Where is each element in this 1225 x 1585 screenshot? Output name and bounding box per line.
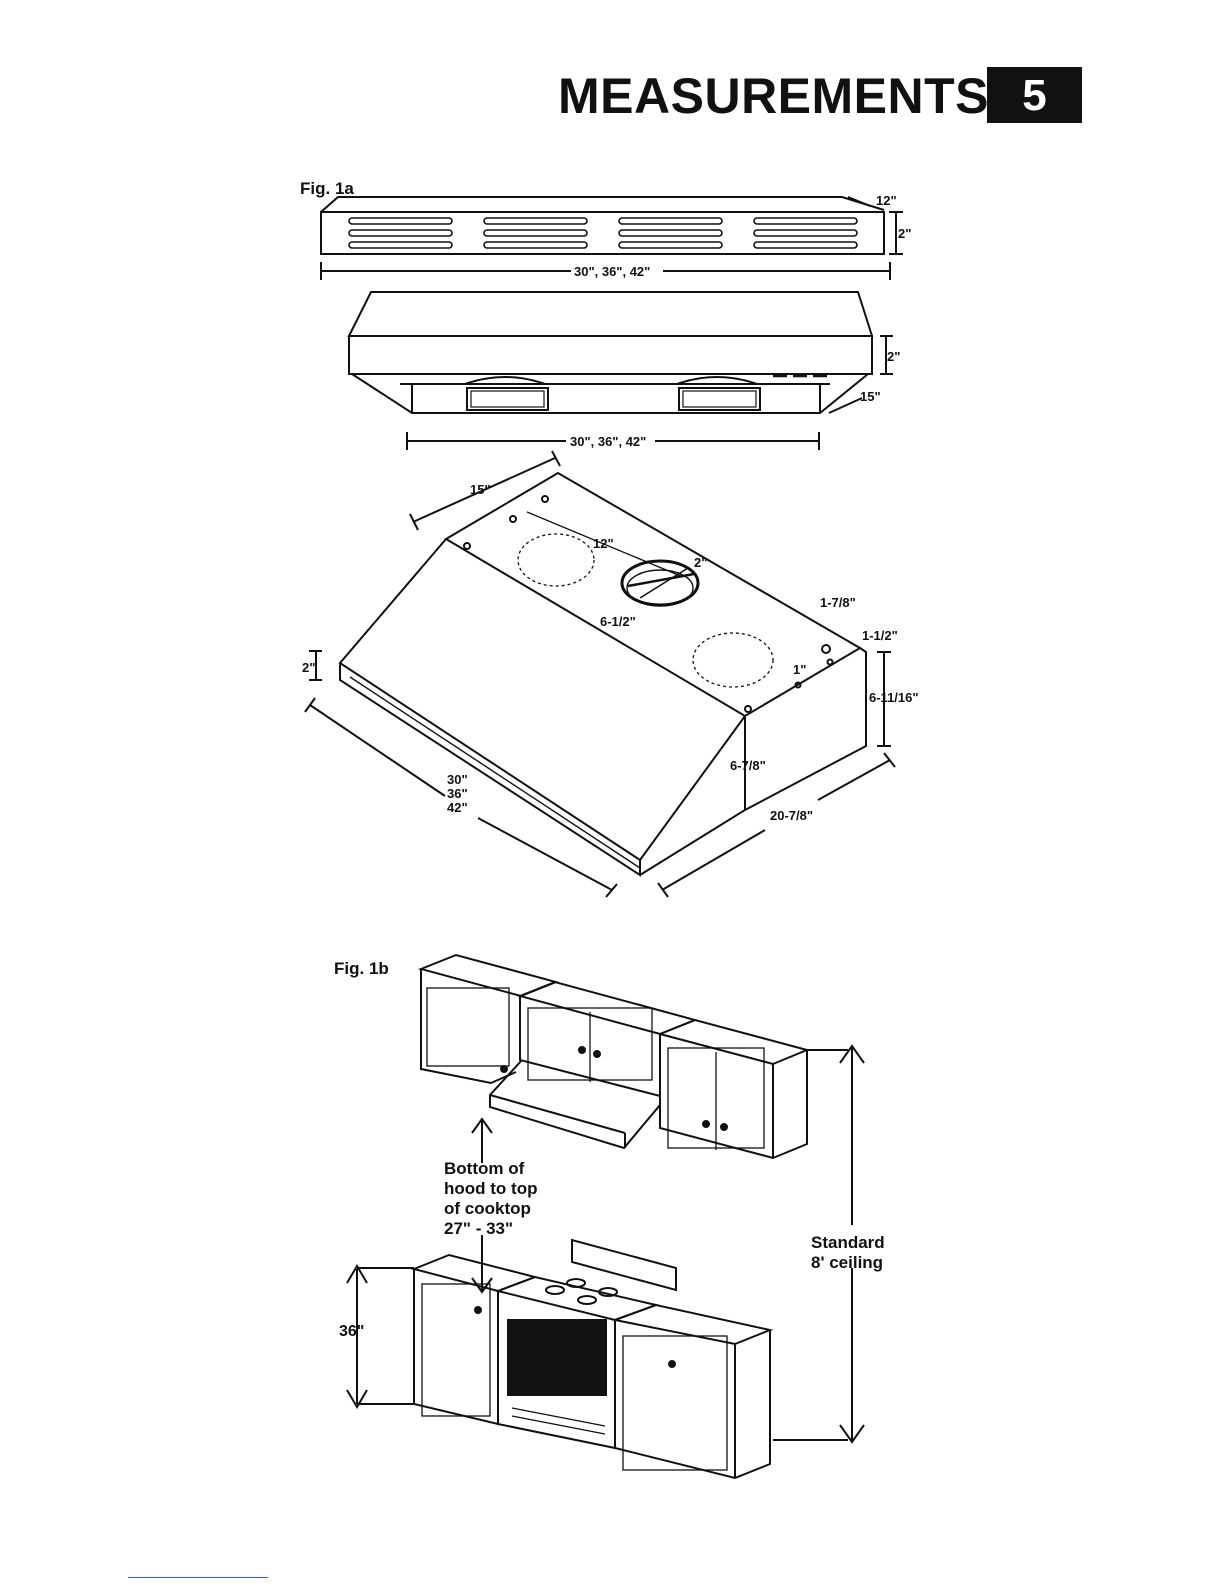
fig1a-front-view: [349, 292, 893, 450]
clearance-label-line2: hood to top: [444, 1179, 537, 1198]
footer-link-underline: [128, 1577, 268, 1578]
top-depth-label: 12": [876, 193, 897, 208]
iso-side-height-label: 6-11/16": [869, 690, 919, 705]
ceiling-label-line2: 8' ceiling: [811, 1253, 883, 1272]
iso-screw-offset-c-label: 1": [793, 662, 806, 677]
iso-front-height-label: 6-7/8": [730, 758, 766, 773]
clearance-label-line4: 27" - 33": [444, 1219, 513, 1238]
clearance-label-line3: of cooktop: [444, 1199, 531, 1218]
iso-side-depth-label: 20-7/8": [770, 808, 813, 823]
clearance-label-line1: Bottom of: [444, 1159, 525, 1178]
iso-depth-label: 15": [470, 482, 491, 497]
fig1b-label: Fig. 1b: [334, 959, 389, 978]
iso-duct-side-label: 6-1/2": [600, 614, 636, 629]
top-height-label: 2": [898, 226, 911, 241]
iso-width-42-label: 42": [447, 800, 468, 815]
iso-duct-offset-label: 12": [593, 536, 614, 551]
iso-front-lip-label: 2": [302, 660, 315, 675]
front-width-label: 30", 36", 42": [570, 434, 646, 449]
front-height-label: 2": [887, 349, 900, 364]
iso-duct-height-label: 2": [694, 555, 707, 570]
iso-screw-offset-b-label: 1-1/2": [862, 628, 898, 643]
iso-width-36-label: 36": [447, 786, 468, 801]
top-width-label: 30", 36", 42": [574, 264, 650, 279]
fig1a-iso-view: [305, 451, 895, 897]
iso-width-30-label: 30": [447, 772, 468, 787]
fig1b-kitchen: [347, 955, 864, 1478]
iso-screw-offset-a-label: 1-7/8": [820, 595, 856, 610]
counter-height-label: 36": [339, 1323, 364, 1340]
ceiling-label-line1: Standard: [811, 1233, 885, 1252]
front-depth-label: 15": [860, 389, 881, 404]
fig1a-label: Fig. 1a: [300, 179, 354, 198]
